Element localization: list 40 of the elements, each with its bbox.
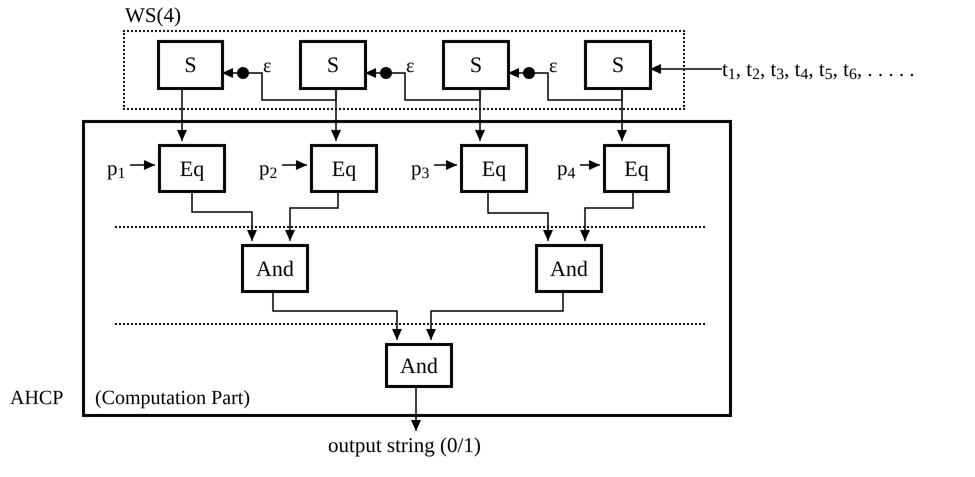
block-label: And	[256, 258, 294, 280]
block-label: Eq	[624, 158, 649, 180]
block-label: S	[184, 54, 197, 76]
and-gate-box	[535, 244, 603, 293]
comparator-box	[603, 144, 670, 193]
register-box	[157, 40, 224, 90]
comparator-box	[310, 144, 378, 193]
arrow	[130, 160, 155, 170]
arrow	[650, 64, 722, 74]
block-label: S	[470, 54, 482, 76]
block-label: Eq	[180, 158, 204, 180]
block-label: S	[612, 54, 624, 76]
register-box	[584, 40, 652, 90]
arrow	[222, 68, 337, 101]
arrow	[282, 160, 307, 170]
pattern-input-label: p$_{3}$	[411, 154, 437, 182]
group-subtitle: (Computation Part)	[95, 388, 250, 408]
arrow	[177, 88, 187, 141]
block-label: S	[326, 54, 340, 76]
arrow	[365, 68, 481, 101]
block-label: And	[400, 354, 438, 376]
comparator-box	[158, 144, 226, 193]
group-title: WS(4)	[125, 5, 181, 26]
arrow	[434, 160, 457, 170]
and-gate-box	[385, 343, 453, 388]
pattern-input-label: p$_{1}$	[107, 154, 133, 182]
pattern-input-label: p$_{2}$	[259, 154, 285, 182]
arrow	[580, 160, 600, 170]
group-title: AHCP	[10, 388, 64, 408]
block-label: And	[550, 258, 588, 280]
register-box	[299, 40, 367, 90]
output-label: output string (0/1)	[328, 431, 528, 459]
arrow	[508, 68, 623, 101]
register-box	[442, 40, 510, 90]
block-label: Eq	[332, 158, 356, 180]
text-stream-label: t$_{1}$, t$_{2}$, t$_{3}$, t$_{4}$, t$_{5}$, t$_{6}$, . . . . .	[722, 55, 972, 83]
comparator-box	[460, 144, 528, 193]
and-gate-box	[241, 244, 309, 293]
pattern-input-label: p$_{4}$	[557, 154, 583, 182]
block-label: Eq	[482, 158, 506, 180]
